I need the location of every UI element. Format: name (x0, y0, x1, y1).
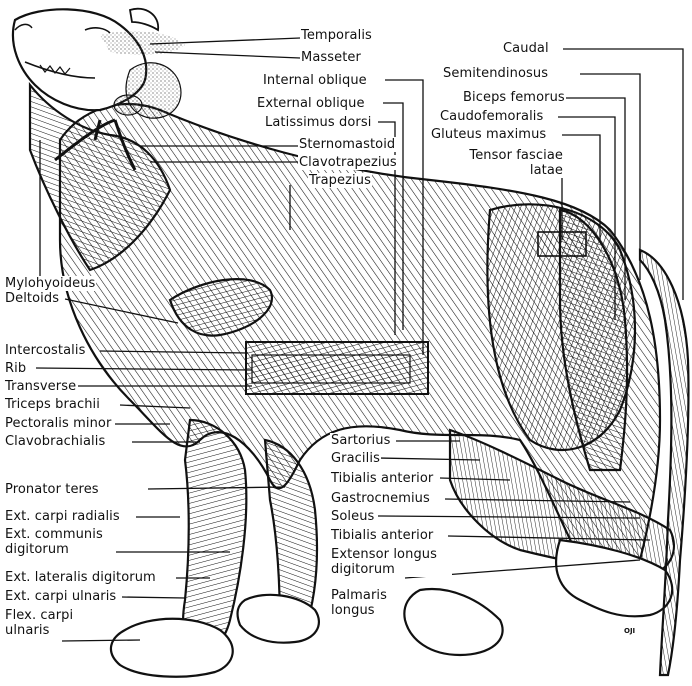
label-tensor-line1: Tensor fasciae (453, 148, 563, 163)
label-caudal: Caudal (502, 41, 550, 56)
label-clavobrachialis: Clavobrachialis (4, 434, 106, 449)
label-tibialis-anterior-2: Tibialis anterior (330, 528, 434, 543)
label-pronator-teres: Pronator teres (4, 482, 100, 497)
label-ext-carpi-ulnaris: Ext. carpi ulnaris (4, 589, 117, 604)
label-sternomastoid: Sternomastoid (298, 137, 396, 152)
label-palmaris-line1: Palmaris (331, 588, 391, 603)
ear (130, 9, 158, 30)
label-flex-carpi-ulnaris: Flex. carpi ulnaris (4, 608, 96, 638)
label-palmaris-longus: Palmaris longus (330, 588, 392, 618)
label-flex-carpi-line2: ulnaris (5, 623, 95, 638)
label-soleus: Soleus (330, 509, 375, 524)
label-masseter: Masseter (300, 50, 362, 65)
label-tibialis-anterior: Tibialis anterior (330, 471, 434, 486)
artist-signature: OJI (624, 627, 635, 635)
label-tensor-line2: latae (453, 163, 563, 178)
label-palmaris-line2: longus (331, 603, 391, 618)
label-deltoids: Deltoids (4, 291, 60, 306)
label-triceps-brachii: Triceps brachii (4, 397, 101, 412)
label-latissimus-dorsi: Latissimus dorsi (264, 115, 372, 130)
label-gluteus-maximus: Gluteus maximus (430, 127, 547, 142)
rib-window-inner (252, 355, 410, 383)
label-temporalis: Temporalis (300, 28, 373, 43)
label-ext-lateralis-digitorum: Ext. lateralis digitorum (4, 570, 157, 585)
label-ext-communis-digitorum: Ext. communis digitorum (4, 527, 116, 557)
label-extensor-longus-digitorum: Extensor longus digitorum (330, 547, 452, 577)
gland (114, 95, 142, 115)
label-extensor-line1: Extensor longus (331, 547, 451, 562)
label-trapezius: Trapezius (308, 173, 372, 188)
label-sartorius: Sartorius (330, 433, 391, 448)
label-ext-carpi-radialis: Ext. carpi radialis (4, 509, 121, 524)
label-caudofemoralis: Caudofemoralis (439, 109, 544, 124)
label-pectoralis-minor: Pectoralis minor (4, 416, 112, 431)
label-gracilis: Gracilis (330, 451, 381, 466)
label-external-oblique: External oblique (256, 96, 366, 111)
fore-paw-near (111, 619, 233, 677)
label-gastrocnemius: Gastrocnemius (330, 491, 431, 506)
label-extensor-line2: digitorum (331, 562, 451, 577)
label-rib: Rib (4, 361, 27, 376)
label-flex-carpi-line1: Flex. carpi (5, 608, 95, 623)
label-ext-communis-line2: digitorum (5, 542, 115, 557)
label-semitendinosus: Semitendinosus (442, 66, 549, 81)
hind-foot-far (404, 589, 502, 655)
label-transverse: Transverse (4, 379, 77, 394)
label-ext-communis-line1: Ext. communis (5, 527, 115, 542)
label-intercostalis: Intercostalis (4, 343, 86, 358)
label-tensor-fasciae-latae: Tensor fasciae latae (452, 148, 564, 178)
label-mylohyoideus: Mylohyoideus (4, 276, 96, 291)
label-biceps-femorus: Biceps femorus (462, 90, 566, 105)
label-clavotrapezius: Clavotrapezius (298, 155, 398, 170)
label-internal-oblique: Internal oblique (262, 73, 368, 88)
